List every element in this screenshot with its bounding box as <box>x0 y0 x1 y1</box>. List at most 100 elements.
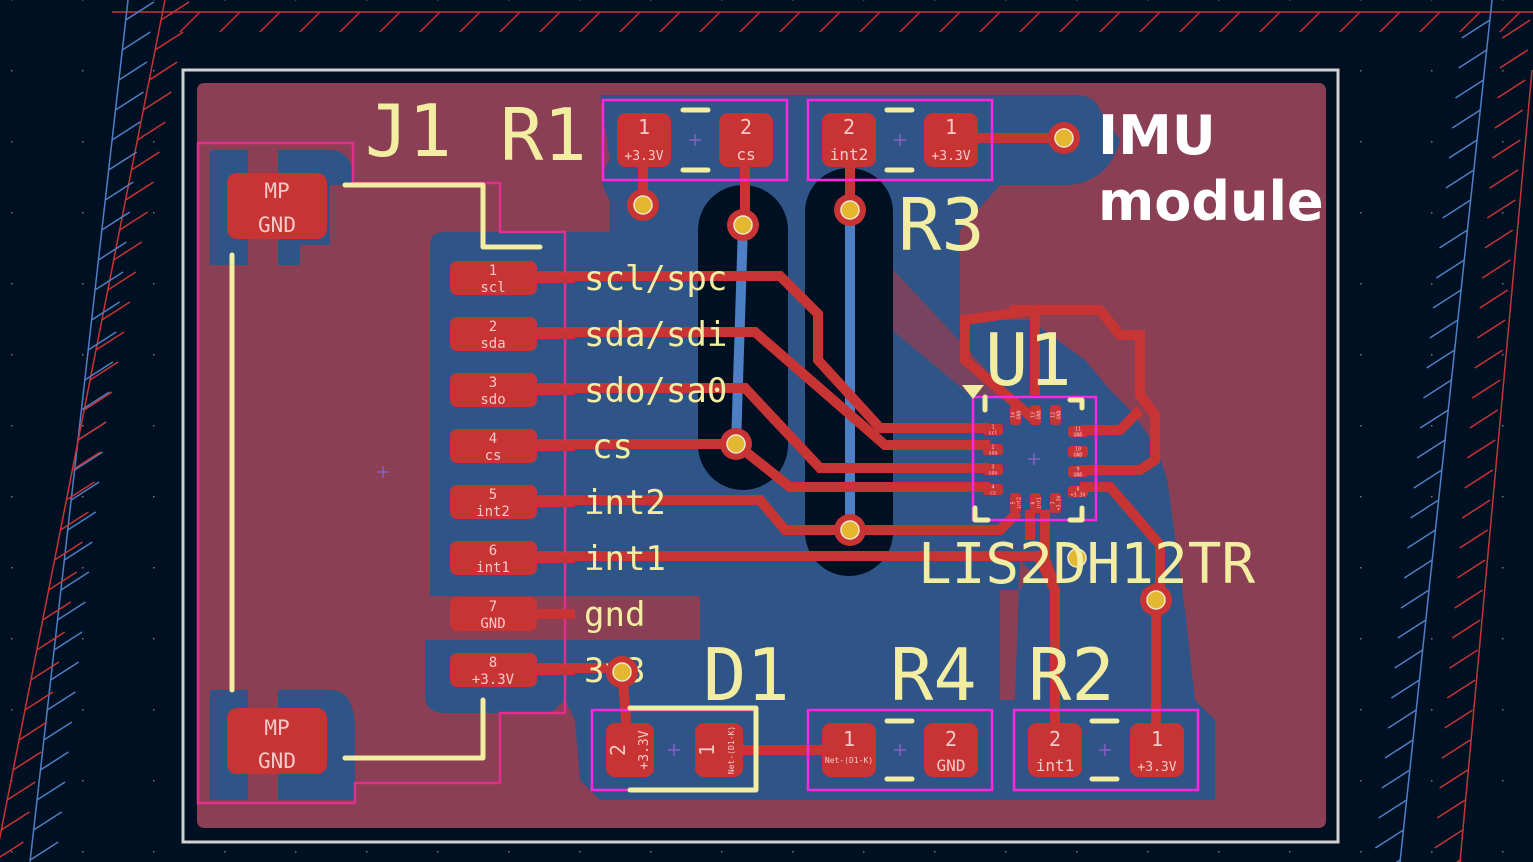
u1-pad[interactable]: 7+3.3V <box>1050 493 1063 513</box>
j1-net-label: cs <box>592 427 633 467</box>
via[interactable] <box>1048 122 1080 154</box>
u1-pad[interactable]: 8+3.3V <box>1068 486 1088 499</box>
via[interactable] <box>720 428 752 460</box>
pad-net: int2 <box>476 504 510 520</box>
r2-pad-1[interactable] <box>1130 723 1184 777</box>
via[interactable] <box>1067 548 1087 568</box>
pad-net: int1 <box>1036 756 1075 775</box>
d1-pad-2[interactable] <box>606 723 654 777</box>
pad-number: 2 <box>1049 727 1061 751</box>
r1-footprint[interactable]: 1 +3.3V 2 cs <box>617 113 773 167</box>
r1-pad-2[interactable] <box>719 113 773 167</box>
r2-pad-2[interactable] <box>1028 723 1082 777</box>
pad-net: +3.3V <box>931 149 970 164</box>
resistor-silkscreen <box>627 107 1120 793</box>
via[interactable] <box>727 209 759 241</box>
r2-footprint[interactable]: 2 int1 1 +3.3V <box>1028 723 1184 777</box>
pad-net: GND <box>1037 410 1043 419</box>
ref-r3: R3 <box>898 183 985 267</box>
via[interactable] <box>834 514 866 546</box>
j1-net-label: sdo/sa0 <box>584 371 727 411</box>
pad-net: int2 <box>1017 497 1023 509</box>
r4-pad-1[interactable] <box>822 723 876 777</box>
u1-value: LIS2DH12TR <box>918 532 1255 597</box>
j1-mount-pad-bottom[interactable]: MP GND <box>227 708 327 774</box>
j1-net-label: sda/sdi <box>584 315 727 355</box>
j1-net-label: gnd <box>584 595 645 635</box>
j1-silkscreen <box>229 182 543 761</box>
pad-number: 14 <box>1011 412 1017 418</box>
pad-number: 1 <box>1151 727 1163 751</box>
pin1-marker-icon <box>962 385 984 399</box>
pad-number: 2 <box>740 115 752 139</box>
pad-number: 1 <box>843 727 855 751</box>
pad-number: 5 <box>1011 501 1017 504</box>
pad-net: +3.3V <box>1057 495 1063 510</box>
pad-net: sdo <box>480 392 505 408</box>
via[interactable] <box>834 194 866 226</box>
pad-number: 7 <box>489 599 497 615</box>
pad-number: 13 <box>1031 412 1037 418</box>
j1-pad-8[interactable]: 8+3.3V <box>450 653 575 688</box>
pad-net: scl <box>480 280 505 296</box>
j1-pad-4[interactable]: 4cs <box>450 429 575 464</box>
r4-pad-2[interactable] <box>924 723 978 777</box>
pad-number: 10 <box>1075 447 1081 453</box>
pad-net: GND <box>937 756 966 775</box>
r3-pad-1[interactable] <box>924 113 978 167</box>
ref-r4: R4 <box>890 633 977 717</box>
via[interactable] <box>1140 584 1172 616</box>
pad-net: Net-(D1-K) <box>727 726 736 774</box>
mount-pad-line1: MP <box>264 179 289 203</box>
pad-number: 1 <box>638 115 650 139</box>
ref-u1: U1 <box>985 318 1072 402</box>
mount-pad-line2: GND <box>258 213 296 237</box>
pad-number: 1 <box>945 115 957 139</box>
j1-mount-pad-top[interactable]: MP GND <box>227 173 327 239</box>
r3-footprint[interactable]: 2 int2 1 +3.3V <box>822 113 978 167</box>
mount-pad-line1: MP <box>264 716 289 740</box>
via[interactable] <box>606 656 638 688</box>
d1-footprint[interactable]: 2 +3.3V 1 Net-(D1-K) <box>606 723 743 777</box>
r1-pad-1[interactable] <box>617 113 671 167</box>
pad-number: 6 <box>489 543 497 559</box>
pad-net: GND <box>1073 433 1082 439</box>
u1-pad[interactable]: 4cs <box>983 484 1003 497</box>
j1-net-label: int1 <box>584 539 666 579</box>
pad-number: 8 <box>489 655 497 671</box>
pad-net: scl <box>988 431 997 437</box>
pad-number: 5 <box>489 487 497 503</box>
d1-pad-1[interactable] <box>695 723 743 777</box>
pad-net: +3.3V <box>472 672 515 688</box>
r4-footprint[interactable]: 1 Net-(D1-K) 2 GND <box>822 723 978 777</box>
board-title-line1: IMU <box>1098 104 1216 167</box>
mount-pad-line2: GND <box>258 749 296 773</box>
via[interactable] <box>627 189 659 221</box>
ref-r1: R1 <box>500 93 587 177</box>
pad-number: 1 <box>695 744 719 756</box>
pad-number: 6 <box>1031 501 1037 504</box>
r3-pad-2[interactable] <box>822 113 876 167</box>
pad-number: 4 <box>991 485 994 491</box>
